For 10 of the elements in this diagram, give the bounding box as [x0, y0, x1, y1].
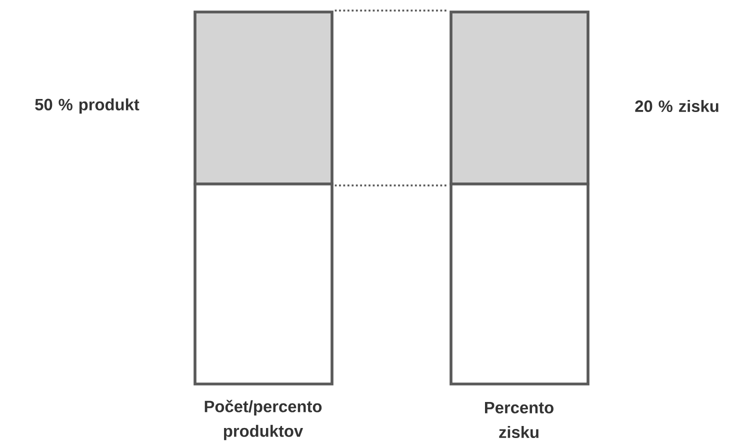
dotted-connector [334, 10, 448, 12]
bar-segment [194, 182, 334, 386]
bar-caption: 50 % produkt [35, 98, 140, 114]
bar-segment [450, 10, 590, 186]
bar-caption: Počet/percento produktov [204, 400, 322, 440]
bar-caption: Percento zisku [485, 402, 554, 438]
dotted-connector [334, 184, 448, 186]
bar-segment [194, 10, 334, 186]
bar-caption: 20 % zisku [635, 100, 718, 112]
bar-segment [450, 182, 590, 386]
